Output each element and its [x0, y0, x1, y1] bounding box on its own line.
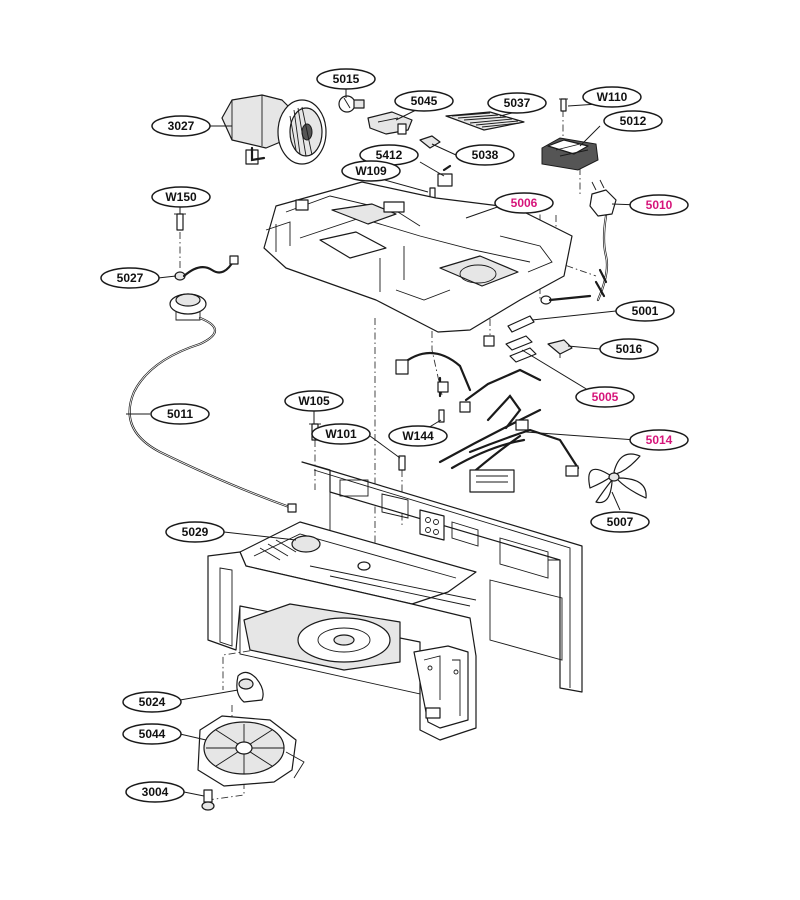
lamp-part-5015 [338, 95, 365, 113]
callout-5044: 5044 [122, 723, 182, 745]
callout-label: 5037 [504, 96, 531, 110]
callout-label: 3004 [142, 785, 169, 799]
switch-part-5005 [483, 335, 537, 363]
coupler-part-5024 [236, 671, 264, 703]
callout-label: 5010 [646, 198, 673, 212]
humidity-sensor-part-5027 [174, 255, 239, 281]
callout-5015: 5015 [316, 68, 376, 90]
callout-label: 5014 [646, 433, 673, 447]
thermostat-part-5016 [547, 339, 573, 358]
callout-label: W109 [355, 164, 387, 178]
callout-label: 5006 [511, 196, 538, 210]
callout-W110: W110 [582, 86, 642, 108]
grease-filter-part-5037 [445, 111, 525, 131]
callout-label: 5001 [632, 304, 659, 318]
callout-label: 5015 [333, 72, 360, 86]
callout-label: 5007 [607, 515, 634, 529]
callout-5006: 5006 [494, 192, 554, 214]
callout-label: 5011 [167, 407, 193, 421]
transformer-part-5012 [541, 137, 599, 171]
callout-label: W150 [165, 190, 197, 204]
callout-5010: 5010 [629, 194, 689, 216]
callout-label: 5044 [139, 727, 166, 741]
callout-5029: 5029 [165, 521, 225, 543]
callout-label: W101 [325, 427, 357, 441]
callout-label: 3027 [168, 119, 195, 133]
screw-part-W150 [174, 213, 186, 231]
damper-part-5412 [437, 164, 453, 187]
base-plate-assembly-part-5006 [263, 181, 573, 333]
callout-label: 5027 [117, 271, 144, 285]
screw-part-W144 [438, 409, 445, 423]
callout-W101: W101 [311, 423, 371, 445]
callout-5024: 5024 [122, 691, 182, 713]
callout-5037: 5037 [487, 92, 547, 114]
callout-label: 5045 [411, 94, 438, 108]
callout-label: 5005 [592, 390, 619, 404]
screw-part-W110 [559, 98, 568, 112]
callout-5007: 5007 [590, 511, 650, 533]
callout-W105: W105 [284, 390, 344, 412]
cavity-frame [207, 461, 583, 741]
screw-part-W101 [398, 455, 406, 471]
callout-label: W105 [298, 394, 330, 408]
callout-5005: 5005 [575, 386, 635, 408]
motor-cover-part-5044 [197, 715, 305, 787]
callout-label: W110 [597, 90, 628, 104]
callout-5045: 5045 [394, 90, 454, 112]
callout-3004: 3004 [125, 781, 185, 803]
callouts: 3027 5015 5045 5037 W110 5012 5038 5412 … [100, 68, 689, 803]
callout-label: 5012 [620, 114, 647, 128]
fuse-part-5001 [507, 294, 592, 333]
callout-5011: 5011 [150, 403, 210, 425]
callout-label: 5029 [182, 525, 209, 539]
callout-5014: 5014 [629, 429, 689, 451]
fan-blade-part-5007 [588, 453, 647, 504]
callout-W109: W109 [341, 160, 401, 182]
roller-part-3004 [201, 789, 215, 811]
callout-5038: 5038 [455, 144, 515, 166]
callout-5027: 5027 [100, 267, 160, 289]
callout-label: W144 [402, 429, 434, 443]
callout-label: 5024 [139, 695, 166, 709]
callout-label: 5412 [376, 148, 403, 162]
wire-harness-part-5014 [395, 352, 580, 493]
fan-motor-part-3027 [221, 94, 327, 165]
callout-3027: 3027 [151, 115, 211, 137]
callout-label: 5016 [616, 342, 643, 356]
callout-label: 5038 [472, 148, 499, 162]
power-cord-part-5010 [589, 179, 617, 302]
callout-5012: 5012 [603, 110, 663, 132]
callout-W144: W144 [388, 425, 448, 447]
stirrer-cable-part-5011 [128, 293, 297, 513]
callout-5016: 5016 [599, 338, 659, 360]
callout-5001: 5001 [615, 300, 675, 322]
callout-W150: W150 [151, 186, 211, 208]
